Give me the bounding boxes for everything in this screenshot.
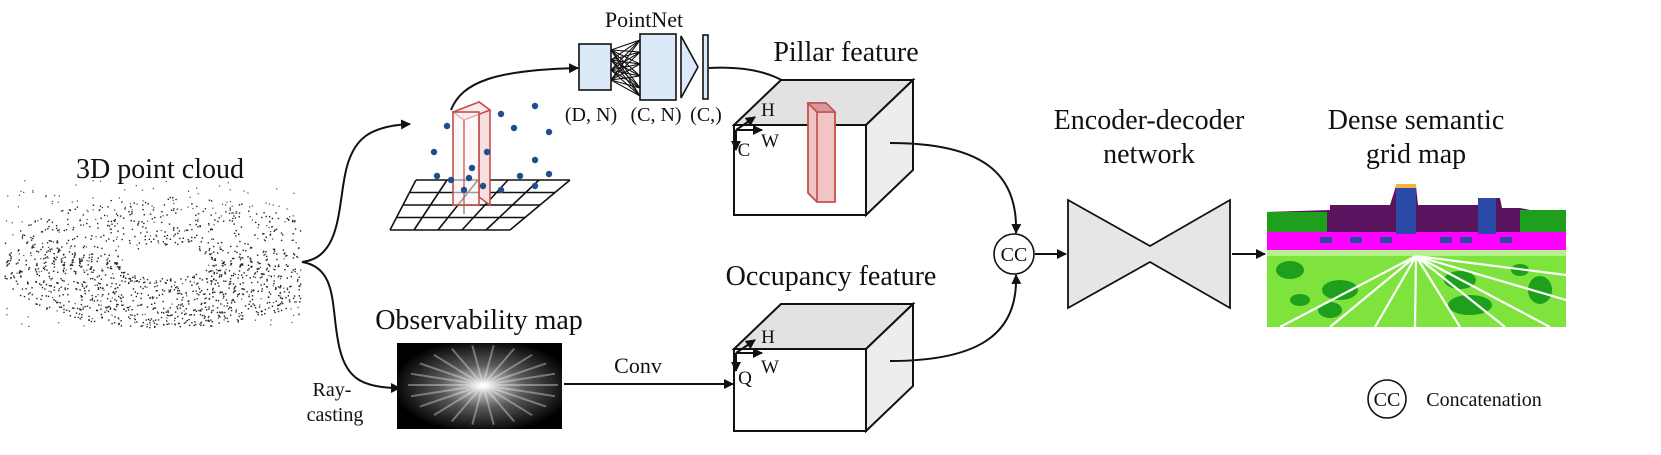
pillar-axes (731, 116, 763, 151)
pillar-feature-label: Pillar feature (773, 37, 918, 68)
observability-map-image (397, 343, 562, 429)
occupancy-feature-cube (731, 301, 916, 434)
arrow-to-pillar-grid (301, 119, 411, 263)
pointnet-dim-cn: (C, N) (630, 104, 681, 126)
occupancy-axis-q: Q (738, 368, 752, 389)
conv-label: Conv (614, 353, 662, 378)
pillar-feature-cube (731, 77, 916, 218)
legend-cc-icon (1367, 379, 1407, 419)
occupancy-feature-label: Occupancy feature (726, 261, 937, 292)
raycasting-label-line1: Ray- (313, 379, 352, 401)
semantic-grid-map-image (1267, 184, 1567, 328)
pointnet-label: PointNet (605, 7, 683, 32)
pointnet-block (578, 33, 709, 101)
arrow-grid-to-pointnet (450, 63, 579, 111)
point-cloud-dots (4, 180, 302, 329)
occupancy-axis-h: H (761, 327, 775, 348)
pointnet-connections (610, 39, 641, 97)
encoder-label-line1: Encoder-decoder (1054, 105, 1245, 136)
legend-concatenation-label: Concatenation (1426, 389, 1542, 411)
raycasting-label-line2: casting (307, 404, 364, 426)
output-label-line1: Dense semantic (1328, 105, 1505, 136)
pillar-axis-c: C (738, 140, 751, 161)
observability-map-label: Observability map (375, 305, 583, 336)
pointnet-dim-dn: (D, N) (565, 104, 617, 126)
arrow-to-observability (301, 261, 401, 393)
occupancy-axes (731, 339, 763, 372)
arrow-occupancy-to-cc (889, 274, 1022, 362)
pillar-3d-outline (451, 100, 492, 214)
point-cloud-label: 3D point cloud (76, 154, 244, 185)
legend-cc-icon-label: CC (1374, 389, 1401, 411)
concat-node-label: CC (1001, 244, 1028, 266)
output-label-line2: grid map (1366, 139, 1466, 170)
pillar-axis-h: H (761, 100, 775, 121)
pillar-axis-w: W (761, 131, 779, 152)
pillar-points (430, 102, 553, 194)
occupancy-axis-w: W (761, 357, 779, 378)
pointnet-dim-c: (C,) (690, 104, 722, 126)
arrow-pillar-to-cc (889, 142, 1022, 234)
concat-node (993, 233, 1035, 275)
encoder-decoder-shape (1067, 198, 1231, 310)
encoder-label-line2: network (1103, 139, 1195, 170)
point-cloud-image (4, 180, 302, 329)
